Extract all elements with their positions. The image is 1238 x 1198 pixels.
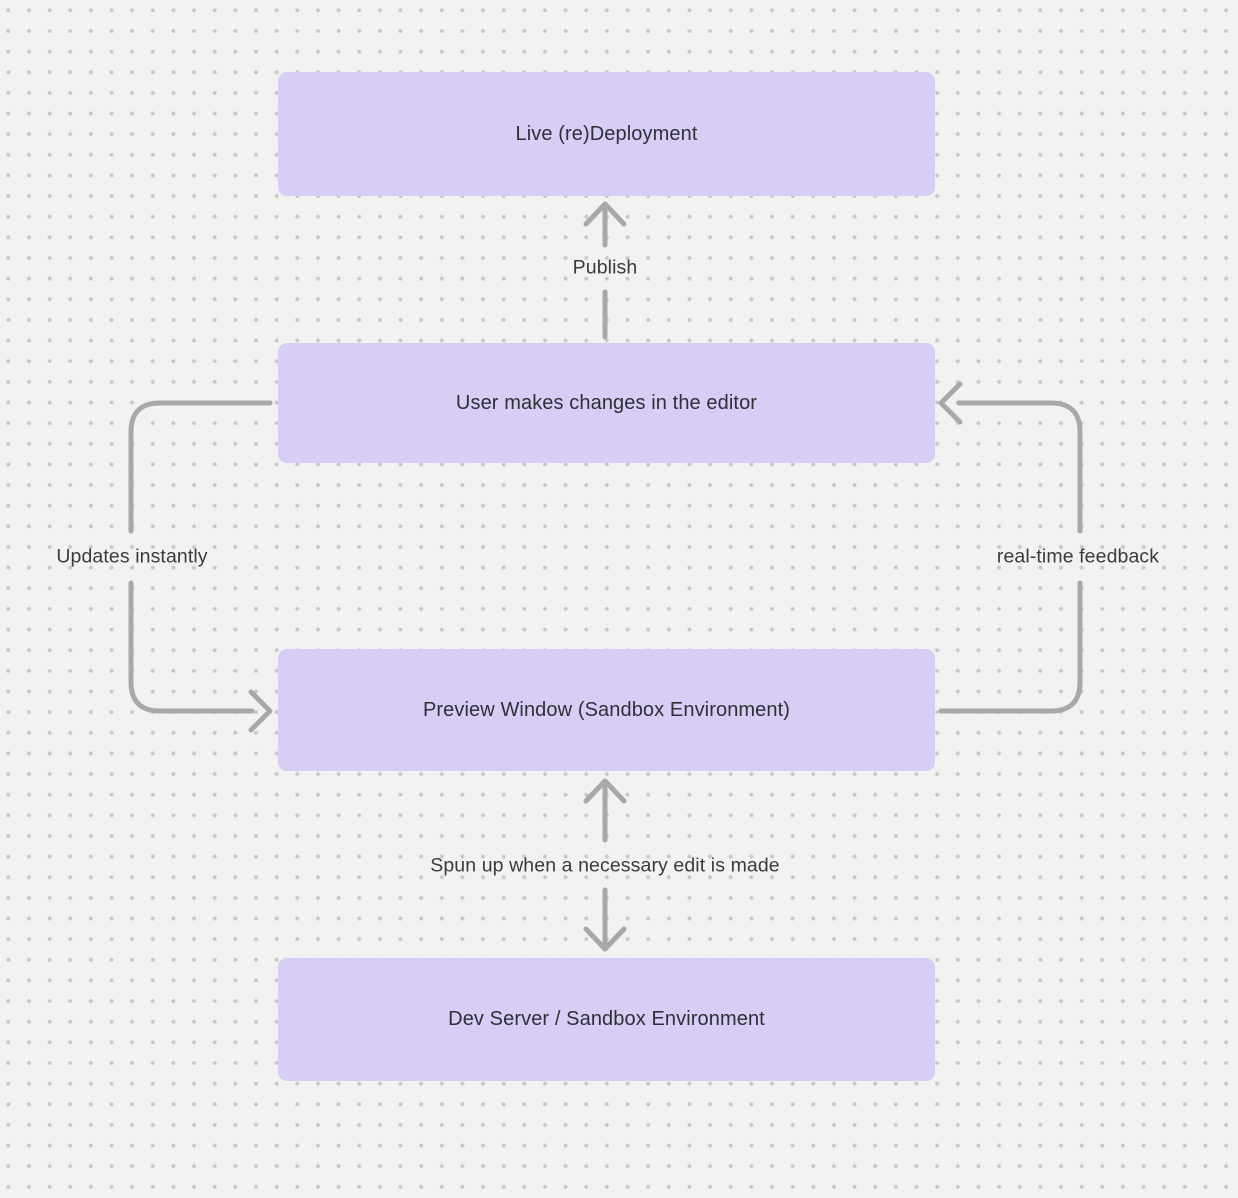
node-live-redeployment: Live (re)Deployment	[278, 72, 935, 196]
node-dev-server: Dev Server / Sandbox Environment	[278, 958, 935, 1081]
node-user-changes: User makes changes in the editor	[278, 343, 935, 463]
edge-label-updates-instantly: Updates instantly	[56, 545, 208, 568]
node-label: User makes changes in the editor	[455, 391, 758, 414]
arrowhead-right-icon	[248, 689, 273, 733]
node-label: Dev Server / Sandbox Environment	[448, 1008, 765, 1030]
arrowhead-left-icon	[938, 381, 963, 425]
edge-label-publish: Publish	[572, 256, 638, 279]
node-label: Preview Window (Sandbox Environment)	[422, 698, 791, 721]
arrowhead-up-icon	[583, 778, 627, 804]
arrowhead-down-icon	[583, 926, 627, 952]
arrowhead-up-icon	[583, 201, 627, 227]
edge-label-spun-up: Spun up when a necessary edit is made	[430, 854, 780, 877]
node-label: Live (re)Deployment	[515, 122, 698, 145]
node-preview-window: Preview Window (Sandbox Environment)	[278, 649, 935, 771]
edge-label-real-time-feedback: real-time feedback	[996, 545, 1160, 568]
